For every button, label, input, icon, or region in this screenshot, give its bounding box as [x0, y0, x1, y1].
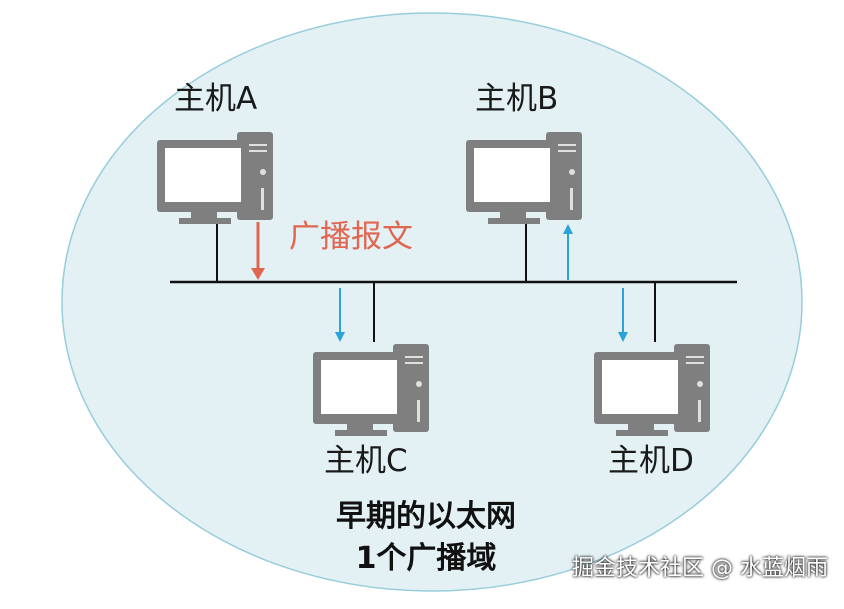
computer-icon [157, 132, 273, 224]
host-a-label: 主机A [174, 81, 258, 117]
receive-arrow-blue-b [563, 224, 573, 280]
broadcast-arrow-red [251, 222, 265, 280]
watermark-text: 掘金技术社区 @ 水蓝烟雨 [572, 556, 828, 581]
host-d-label: 主机D [608, 443, 694, 479]
computer-icon [313, 344, 429, 436]
diagram-caption: 早期的以太网 1个广播域 [296, 496, 556, 580]
host-c-label: 主机C [324, 443, 408, 479]
receive-arrow-blue-d [618, 288, 628, 342]
computer-icon [466, 132, 582, 224]
caption-line-1: 早期的以太网 [336, 499, 516, 534]
computer-icon [594, 344, 710, 436]
broadcast-message-label: 广播报文 [289, 219, 413, 255]
caption-line-2: 1个广播域 [355, 541, 497, 576]
receive-arrow-blue-c [335, 288, 345, 342]
host-b-label: 主机B [475, 81, 559, 117]
